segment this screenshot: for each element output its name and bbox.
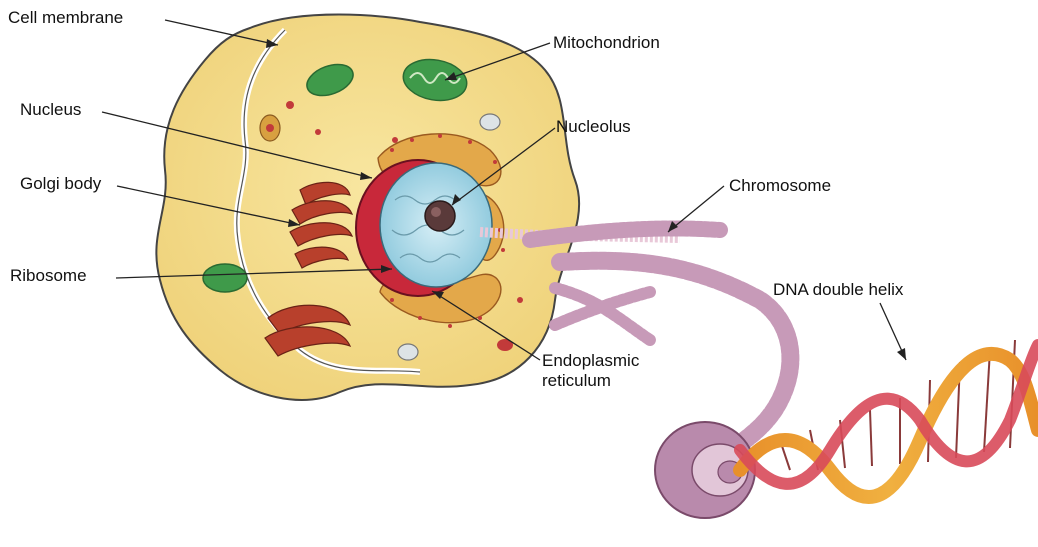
label-mitochondrion: Mitochondrion: [553, 33, 660, 53]
label-endoplasmic-line1: Endoplasmic: [542, 351, 639, 371]
label-dna-double-helix: DNA double helix: [773, 280, 903, 300]
label-nucleolus: Nucleolus: [556, 117, 631, 137]
label-endoplasmic-reticulum: Endoplasmic reticulum: [542, 351, 639, 391]
nucleolus-shape: [425, 201, 455, 231]
label-endoplasmic-line2: reticulum: [542, 371, 639, 391]
label-chromosome: Chromosome: [729, 176, 831, 196]
mitochondrion-bottom: [203, 264, 247, 292]
label-nucleus: Nucleus: [20, 100, 81, 120]
label-ribosome: Ribosome: [10, 266, 87, 286]
label-golgi-body: Golgi body: [20, 174, 101, 194]
label-cell-membrane: Cell membrane: [8, 8, 123, 28]
